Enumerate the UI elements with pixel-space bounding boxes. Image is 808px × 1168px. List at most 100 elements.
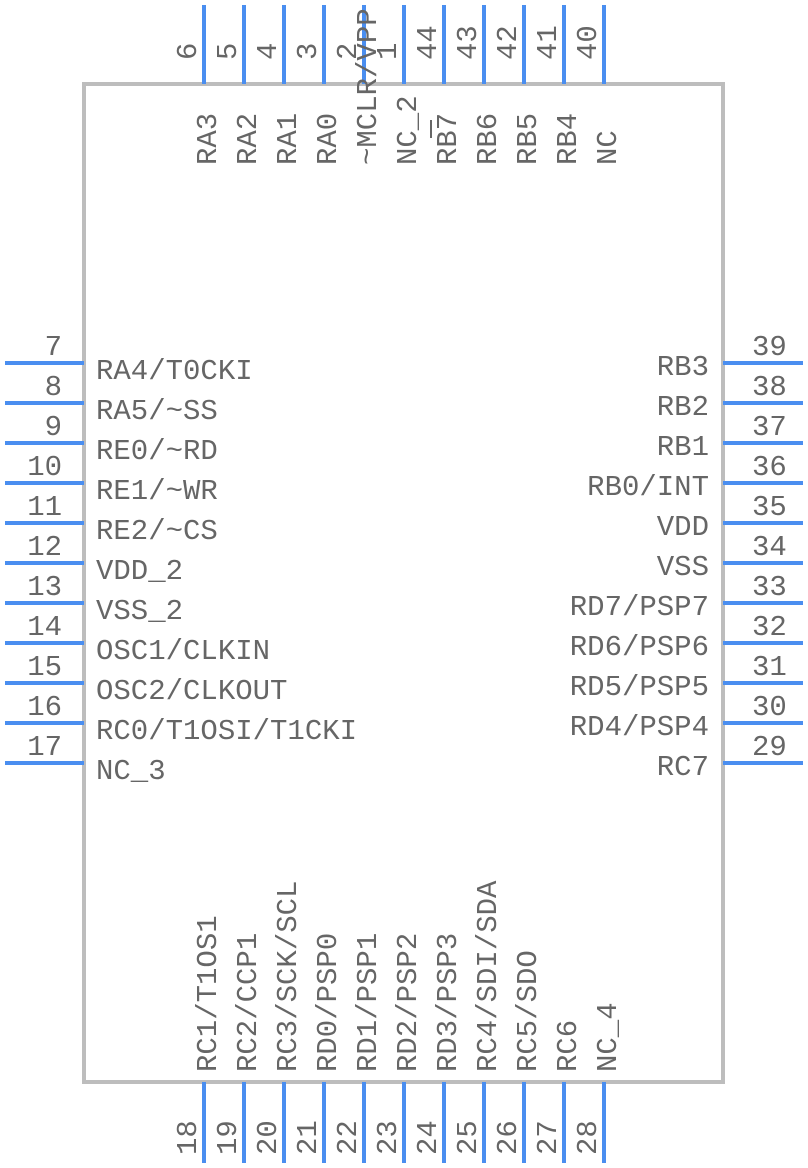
pin-name: VDD — [657, 511, 709, 544]
pin-name: RE2/~CS — [96, 515, 218, 548]
pin-number: 18 — [172, 1120, 205, 1155]
pin-name: VSS_2 — [96, 595, 183, 628]
ic-body — [82, 82, 725, 1084]
pin-18[interactable]: 18 RC1/T1OS1 — [172, 915, 225, 1163]
pins-left-group: 7RA4/T0CKI8RA5/~SS9RE0/~RD10RE1/~WR11RE2… — [5, 331, 357, 788]
pin-2[interactable]: 2~MCLR/VPP — [332, 5, 385, 165]
pin-name: RD0/PSP0 — [312, 933, 345, 1072]
pin-name: RC6 — [552, 1020, 585, 1072]
pin-name: RB3 — [657, 351, 709, 384]
pin-number: 36 — [752, 451, 787, 484]
pin-name: RE1/~WR — [96, 475, 218, 508]
pin-name: RB1 — [657, 431, 709, 464]
pin-name: NC_2 — [392, 95, 425, 165]
pin-name: VDD_2 — [96, 555, 183, 588]
pin-name: OSC1/CLKIN — [96, 635, 270, 668]
pin-1[interactable]: 1NC_2 — [372, 5, 425, 165]
pin-name: RB6 — [472, 113, 505, 165]
pin-name: RA0 — [312, 113, 345, 165]
pin-number: 11 — [27, 491, 62, 524]
pin-name: RE0/~RD — [96, 435, 218, 468]
pin-name: RA2 — [232, 113, 265, 165]
pin-number: 28 — [572, 1120, 605, 1155]
pin-number: 12 — [27, 531, 62, 564]
pin-number: 25 — [452, 1120, 485, 1155]
pin-name: NC_3 — [96, 755, 166, 788]
pin-name: RB2 — [657, 391, 709, 424]
pin-number: 4 — [252, 43, 285, 60]
pin-number: 6 — [172, 43, 205, 60]
pin-number: 31 — [752, 651, 787, 684]
pin-name: RD5/PSP5 — [570, 671, 709, 704]
pin-number: 24 — [412, 1120, 445, 1155]
pin-21[interactable]: 21 RD0/PSP0 — [292, 933, 345, 1163]
pin-number: 34 — [752, 531, 787, 564]
pin-number: 42 — [492, 25, 525, 60]
pin-number: 37 — [752, 411, 787, 444]
pin-name: RC0/T1OSI/T1CKI — [96, 715, 357, 748]
pin-name: RC1/T1OS1 — [192, 915, 225, 1072]
pin-name: RB0/INT — [587, 471, 709, 504]
pin-number: 39 — [752, 331, 787, 364]
pin-27[interactable]: 27 RC6 — [532, 1020, 585, 1163]
pin-number: 1 — [372, 43, 405, 60]
pin-name: NC — [592, 130, 625, 165]
pin-number: 43 — [452, 25, 485, 60]
pins-right-group: 39RB338RB237RB136RB0/INT35VDD34VSS33RD7/… — [570, 331, 803, 784]
pin-name: RC7 — [657, 751, 709, 784]
pin-number: 8 — [45, 371, 62, 404]
pin-number: 21 — [292, 1120, 325, 1155]
pin-number: 29 — [752, 731, 787, 764]
pin-number: 7 — [45, 331, 62, 364]
pin-name: RD7/PSP7 — [570, 591, 709, 624]
pin-name: RC2/CCP1 — [232, 933, 265, 1072]
pin-number: 27 — [532, 1120, 565, 1155]
pin-number: 38 — [752, 371, 787, 404]
pin-name: RB4 — [552, 113, 585, 165]
pin-name: RA4/T0CKI — [96, 355, 253, 388]
pin-number: 22 — [332, 1120, 365, 1155]
pin-number: 40 — [572, 25, 605, 60]
pin-name: RB7 — [432, 113, 465, 165]
